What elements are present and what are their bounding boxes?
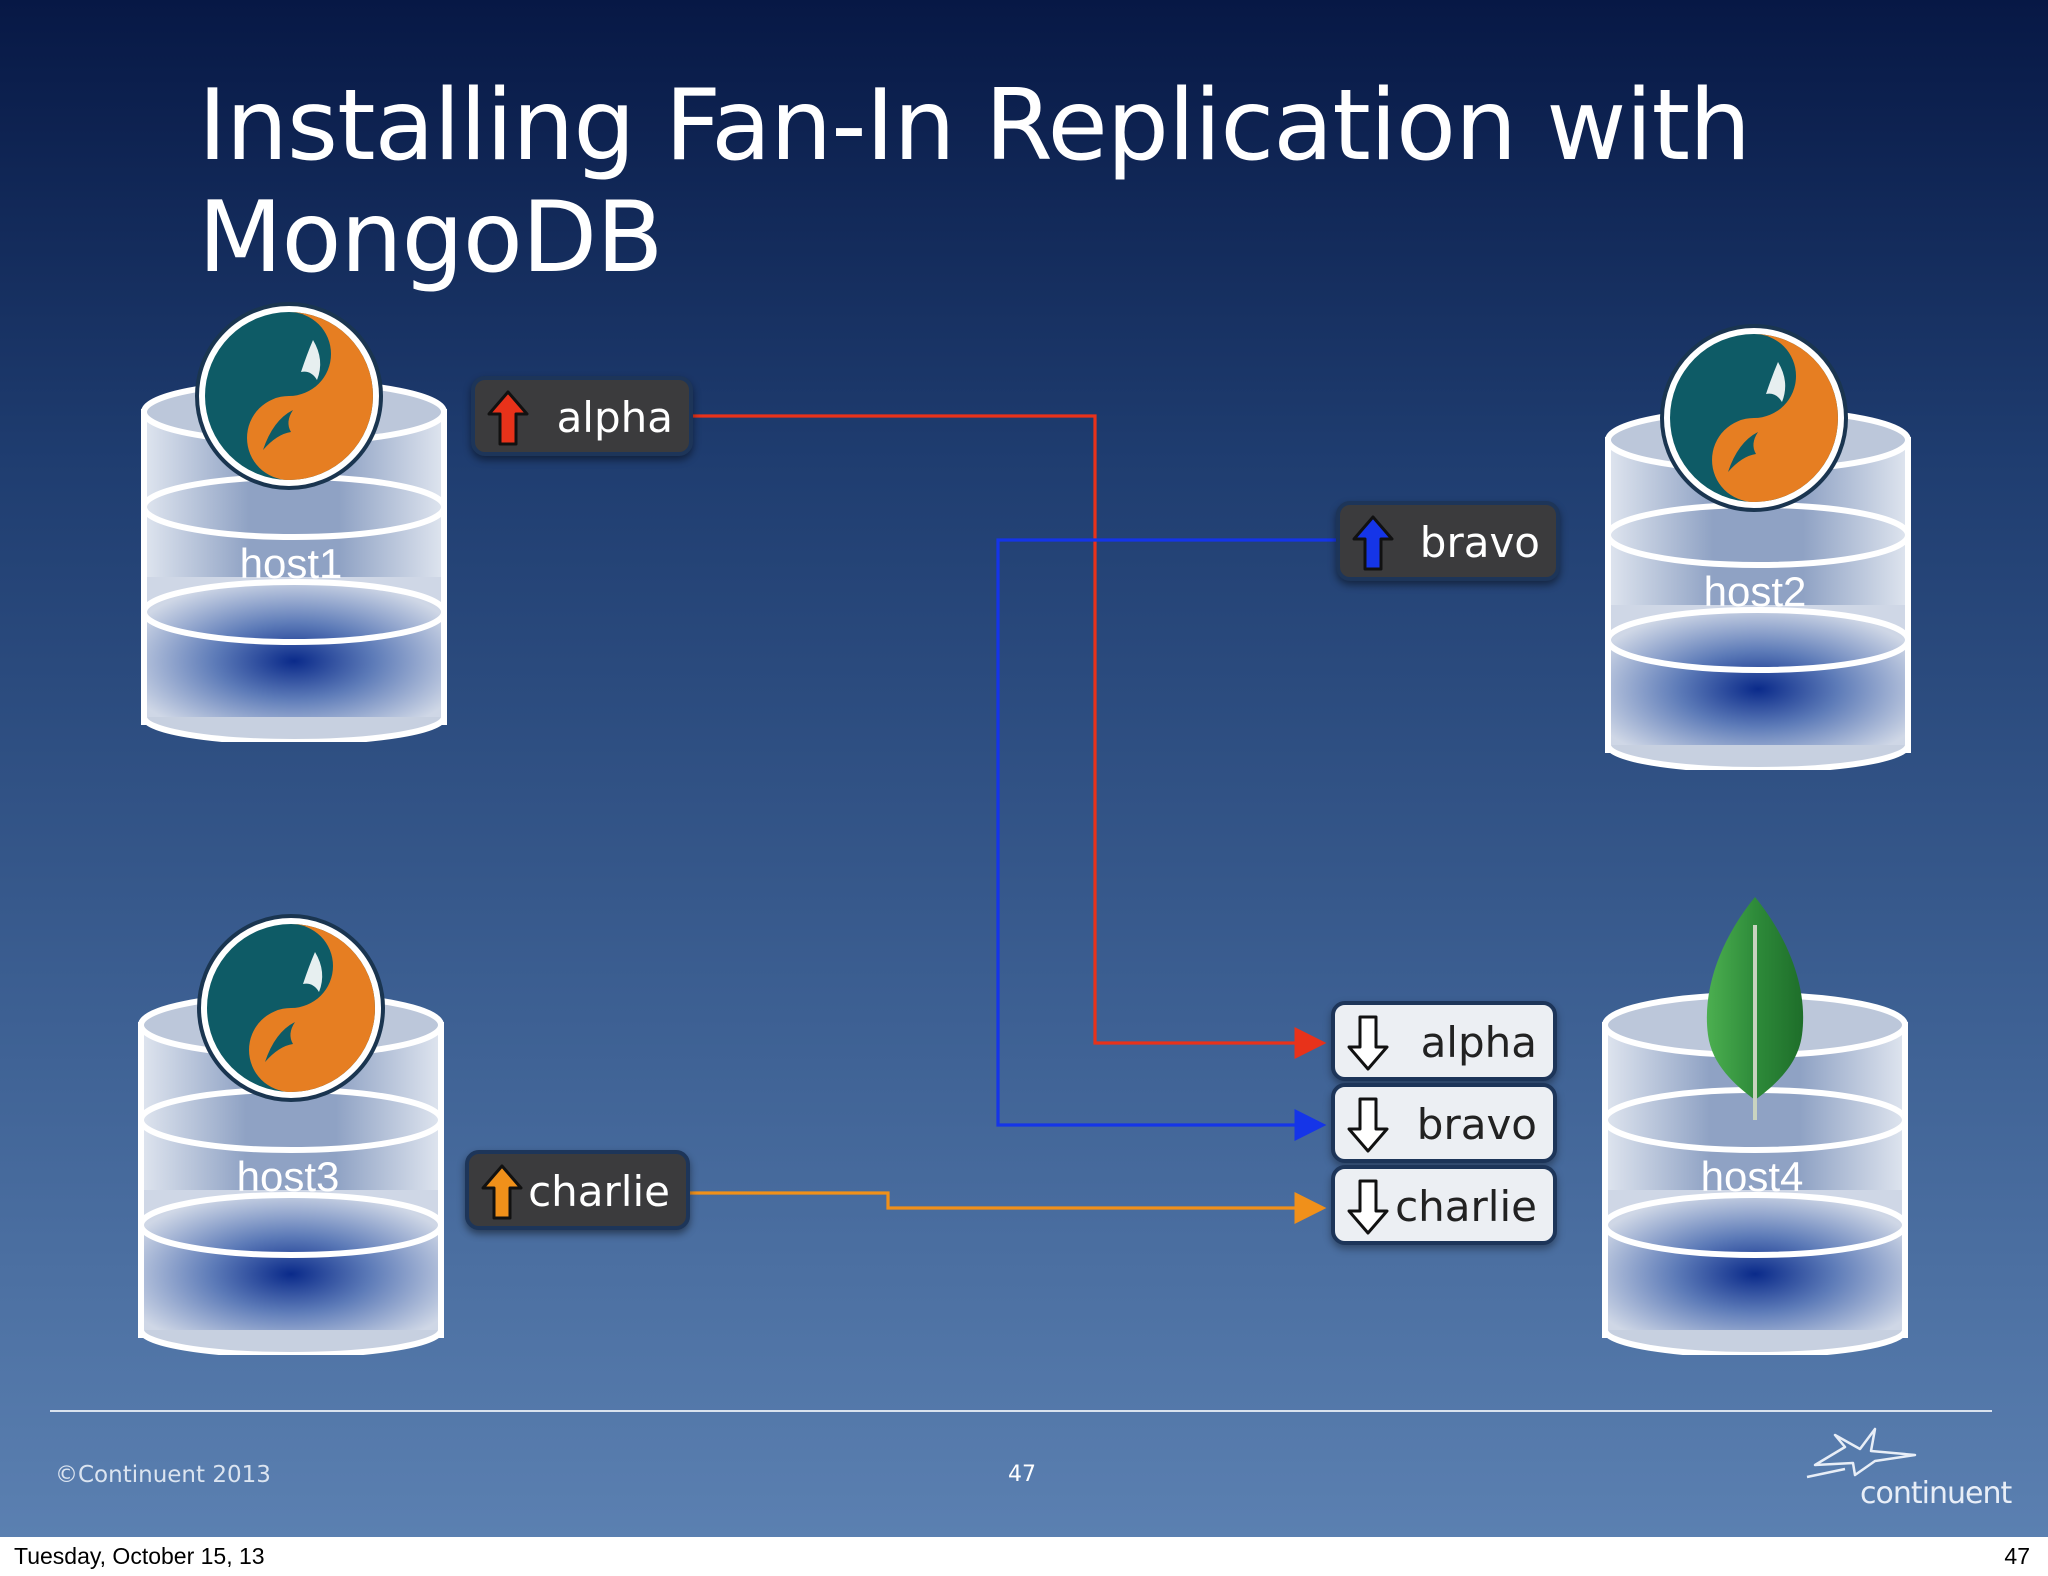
print-page-number: 47 <box>2004 1543 2030 1569</box>
copyright-text: ©Continuent 2013 <box>55 1462 271 1488</box>
host1-label: host1 <box>239 540 343 587</box>
alpha-connector <box>692 414 1327 1059</box>
extractor-charlie-label: charlie <box>528 1167 670 1216</box>
arrow-down-icon <box>1347 1015 1389 1071</box>
host4-label: host4 <box>1700 1153 1804 1200</box>
print-date: Tuesday, October 15, 13 <box>14 1543 265 1569</box>
arrow-down-icon <box>1347 1097 1389 1153</box>
applier-charlie[interactable]: charlie <box>1331 1165 1557 1245</box>
host2-label: host2 <box>1703 568 1807 615</box>
host3-label: host3 <box>236 1153 340 1200</box>
applier-alpha-label: alpha <box>1420 1018 1537 1067</box>
arrow-up-icon <box>1352 515 1394 571</box>
title-line-1: Installing Fan-In Replication with <box>198 69 1751 183</box>
extractor-bravo[interactable]: bravo <box>1336 501 1560 581</box>
extractor-charlie[interactable]: charlie <box>465 1150 690 1230</box>
extractor-alpha[interactable]: alpha <box>471 376 693 456</box>
arrow-up-icon <box>481 1164 523 1220</box>
bravo-connector <box>996 538 1338 1141</box>
mysql-dolphin-icon <box>1660 324 1848 512</box>
mysql-dolphin-icon <box>195 302 383 490</box>
slide: Installing Fan-In Replication with Mongo… <box>0 0 2048 1537</box>
arrow-down-icon <box>1347 1179 1389 1235</box>
footer-divider <box>50 1410 1992 1412</box>
applier-bravo[interactable]: bravo <box>1331 1083 1557 1163</box>
extractor-bravo-label: bravo <box>1419 518 1540 567</box>
arrow-up-icon <box>487 390 529 446</box>
slide-page-number: 47 <box>1008 1462 1036 1487</box>
title-line-2: MongoDB <box>198 181 663 295</box>
applier-charlie-label: charlie <box>1395 1182 1537 1231</box>
continuent-logo-text: continuent <box>1860 1476 2012 1511</box>
replication-connectors <box>688 414 1338 1224</box>
applier-bravo-label: bravo <box>1416 1100 1537 1149</box>
extractor-alpha-label: alpha <box>556 393 673 442</box>
mongodb-leaf-icon <box>1706 897 1804 1120</box>
applier-alpha[interactable]: alpha <box>1331 1001 1557 1081</box>
mysql-dolphin-icon <box>197 914 385 1102</box>
charlie-connector <box>688 1191 1327 1224</box>
continuent-bird-logo-icon <box>1806 1427 1917 1479</box>
slide-title: Installing Fan-In Replication with Mongo… <box>198 70 1798 294</box>
